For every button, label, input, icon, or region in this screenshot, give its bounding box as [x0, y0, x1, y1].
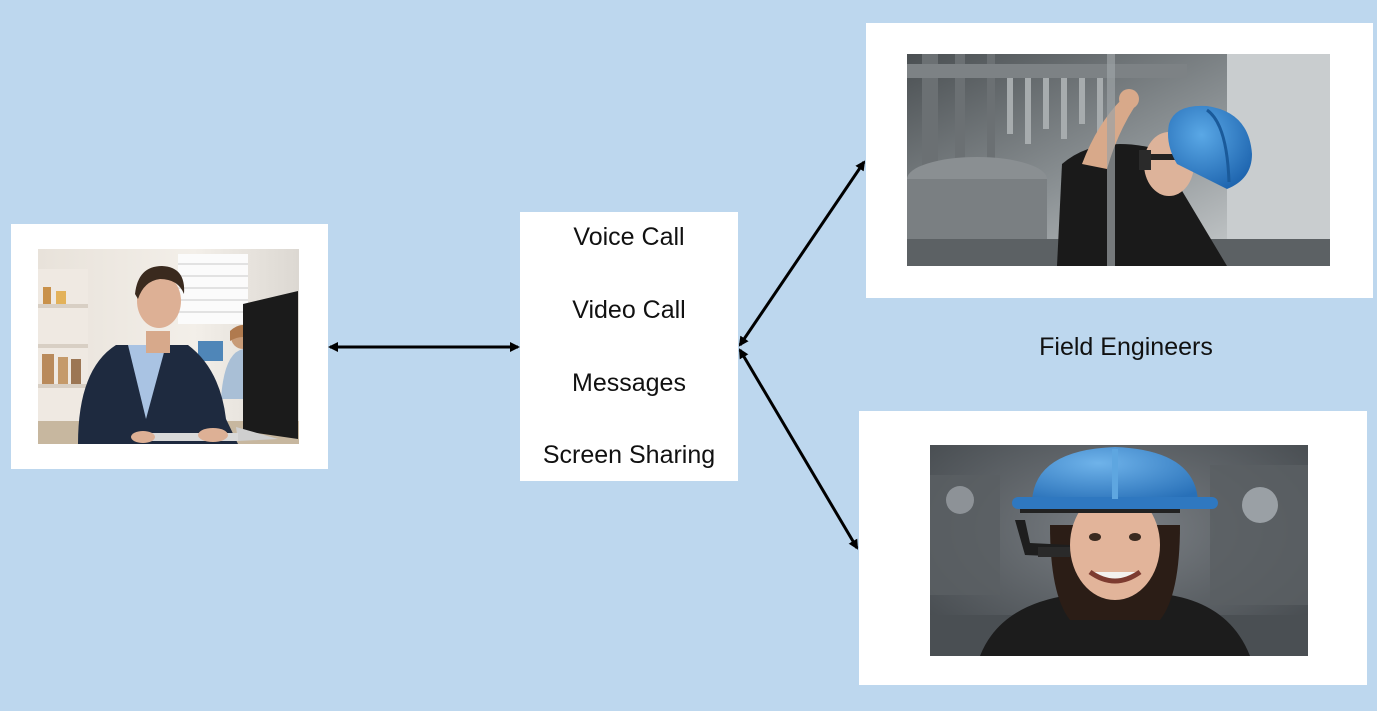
man-at-computer-photo	[38, 249, 299, 444]
feature-voice-call: Voice Call	[573, 223, 685, 251]
field-engineers-label: Field Engineers	[1039, 333, 1213, 361]
engineer-with-hard-hat-and-smart-glasses-photo	[907, 54, 1330, 266]
smiling-engineer-with-smart-glasses-photo	[930, 445, 1308, 656]
remote-expert-frame	[11, 224, 328, 469]
arrow-features-to-engineer-2	[738, 348, 859, 550]
feature-messages: Messages	[572, 369, 686, 397]
field-engineer-frame-1	[866, 23, 1373, 298]
arrow-features-to-engineer-1	[738, 160, 866, 347]
field-engineer-frame-2	[859, 411, 1367, 685]
feature-video-call: Video Call	[572, 296, 686, 324]
communication-features-box: Voice Call Video Call Messages Screen Sh…	[520, 212, 738, 481]
feature-screen-sharing: Screen Sharing	[542, 441, 716, 469]
